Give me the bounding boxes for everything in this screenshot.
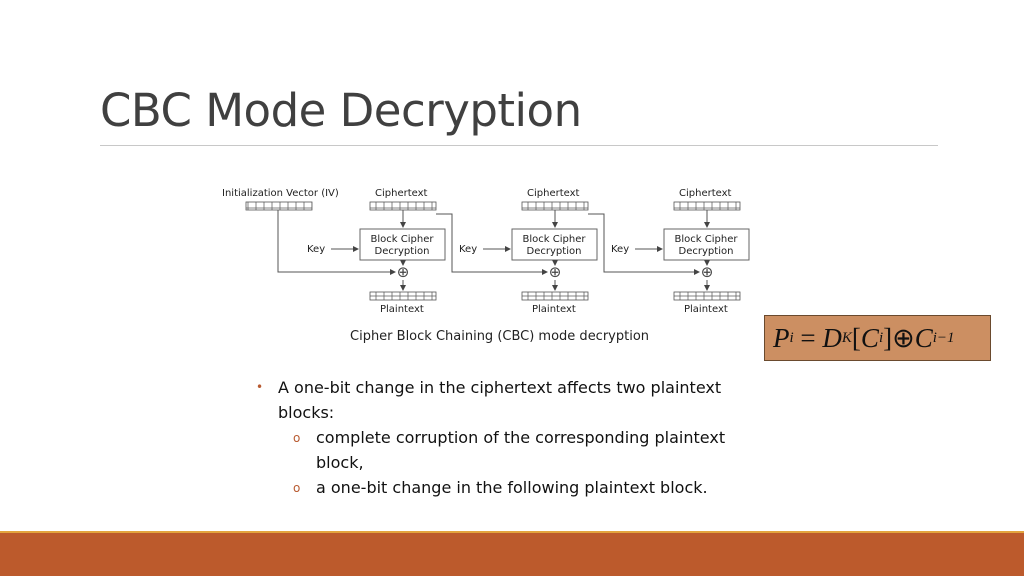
formula-equals: = [793, 322, 823, 353]
sub-bullet-item: o complete corruption of the correspondi… [256, 425, 776, 475]
stage-2: Ciphertext Block Cipher Decryption Key ⊕… [459, 188, 700, 315]
block-label-3b: Decryption [679, 246, 734, 257]
iv-label: Initialization Vector (IV) [222, 188, 339, 199]
ciphertext-label-1: Ciphertext [375, 188, 428, 199]
ciphertext-register-1 [369, 201, 437, 211]
decryption-block-3 [663, 228, 750, 261]
formula-sub-i2: i [878, 329, 884, 346]
chain-line-2 [588, 213, 700, 275]
formula-sub-i: i [789, 329, 794, 346]
title-divider [100, 145, 938, 146]
circle-bullet-icon: o [293, 481, 301, 495]
formula-d: D [822, 322, 842, 353]
stage-1: Ciphertext Block Cipher Decryption Key ⊕… [307, 188, 548, 315]
block-label-3a: Block Cipher [675, 234, 739, 245]
decryption-block-2 [511, 228, 598, 261]
slide-title: CBC Mode Decryption [100, 84, 582, 137]
xor-1: ⊕ [397, 263, 410, 281]
formula-c: C [860, 322, 879, 353]
key-label-3: Key [611, 244, 629, 255]
ciphertext-label-2: Ciphertext [527, 188, 580, 199]
plaintext-label-3: Plaintext [684, 304, 728, 315]
iv-feed-line [277, 210, 396, 275]
xor-2: ⊕ [549, 263, 562, 281]
formula-sub-k: K [841, 329, 852, 346]
key-label-1: Key [307, 244, 325, 255]
plaintext-register-1 [369, 291, 437, 301]
plaintext-label-2: Plaintext [532, 304, 576, 315]
xor-3: ⊕ [701, 263, 714, 281]
plaintext-label-1: Plaintext [380, 304, 424, 315]
chain-line-1 [436, 213, 548, 275]
bullet-item: • A one-bit change in the ciphertext aff… [256, 375, 776, 425]
ciphertext-register-2 [521, 201, 589, 211]
formula-rbracket: ] [883, 322, 893, 353]
diagram-caption: Cipher Block Chaining (CBC) mode decrypt… [350, 329, 649, 344]
iv-register [245, 201, 313, 211]
key-label-2: Key [459, 244, 477, 255]
sub-bullet-text: complete corruption of the corresponding… [316, 428, 726, 472]
bullet-list: • A one-bit change in the ciphertext aff… [256, 375, 776, 500]
formula-p: P [773, 322, 790, 353]
formula-xor: ⊕ [892, 322, 915, 353]
circle-bullet-icon: o [293, 431, 301, 445]
bullet-text: A one-bit change in the ciphertext affec… [278, 378, 722, 422]
stage-3: Ciphertext Block Cipher Decryption Key ⊕… [611, 188, 750, 315]
block-label-1a: Block Cipher [371, 234, 435, 245]
sub-bullet-text: a one-bit change in the following plaint… [316, 478, 708, 497]
ciphertext-label-3: Ciphertext [679, 188, 732, 199]
formula-c-prev: C [914, 322, 933, 353]
block-label-1b: Decryption [375, 246, 430, 257]
formula-sub-i-minus-1: i−1 [932, 329, 955, 346]
plaintext-register-2 [521, 291, 589, 301]
sub-bullet-item: o a one-bit change in the following plai… [256, 475, 776, 500]
block-label-2a: Block Cipher [523, 234, 587, 245]
formula-lbracket: [ [851, 322, 861, 353]
bullet-dot-icon: • [256, 380, 264, 394]
footer-band [0, 533, 1024, 576]
ciphertext-register-3 [673, 201, 741, 211]
plaintext-register-3 [673, 291, 741, 301]
block-label-2b: Decryption [527, 246, 582, 257]
